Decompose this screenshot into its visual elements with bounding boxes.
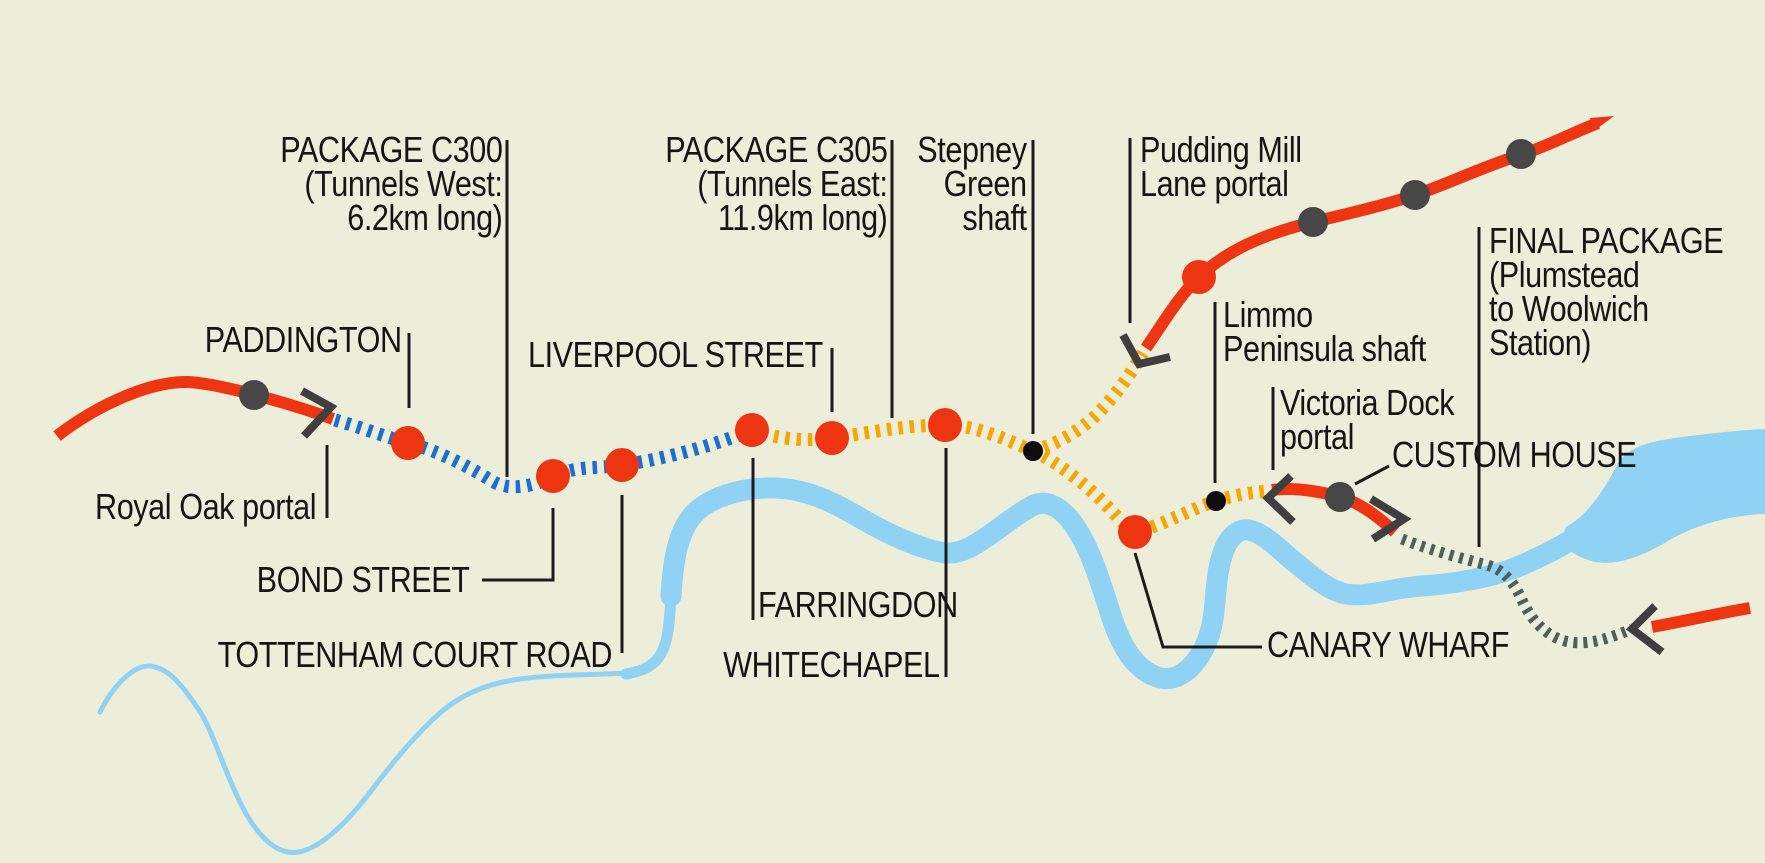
tunnel-east-c305-northeast-branch [1031,349,1149,458]
northeast-branch-station-dot [1182,260,1216,294]
surface-station-dot [239,380,269,410]
victoria-dock-portal-icon [1262,473,1296,525]
label-line: Green [944,163,1027,204]
label-limmo-peninsula-shaft: Limmo Peninsula shaft [1223,294,1426,369]
tunnel-east-c305-southeast-branch [1030,445,1271,539]
label-line: Pudding Mill [1140,129,1302,170]
label-line: Limmo [1223,294,1313,335]
tunnel-final-package [1399,533,1635,649]
limmo-peninsula-shaft-dot [1206,491,1226,511]
label-line: (Tunnels West: [303,163,503,204]
whitechapel-station-dot [928,408,962,442]
label-line: to Woolwich [1489,288,1649,329]
label-line: 6.2km long) [346,197,503,238]
label-stepney-green-shaft: Stepney Green shaft [917,129,1028,238]
label-package-c305: PACKAGE C305 (Tunnels East: 11.9km long) [664,129,888,238]
label-custom-house: CUSTOM HOUSE [1392,434,1637,475]
portal-markers [300,333,1665,656]
surface-route-far-east [1650,602,1751,633]
river-thin-west-stream [97,663,632,856]
label-connectors [325,138,1481,677]
label-line: shaft [962,197,1028,238]
label-line: Stepney [917,129,1028,170]
label-line: (Tunnels East: [696,163,888,204]
label-line: Peninsula shaft [1223,328,1426,369]
label-line: PACKAGE C305 [664,129,888,170]
connector-canary-wharf [1133,552,1262,649]
label-farringdon: FARRINGDON [758,584,958,625]
paddington-station-dot [391,426,425,460]
plumstead-portal-east-icon [1625,603,1665,656]
label-pudding-mill-lane-portal: Pudding Mill Lane portal [1140,129,1302,204]
surface-route-west [53,375,336,441]
label-line: Station) [1489,322,1592,363]
label-whitechapel: WHITECHAPEL [723,644,941,685]
label-tottenham-court-road: TOTTENHAM COURT ROAD [217,634,613,675]
label-line: Victoria Dock [1280,382,1455,423]
label-canary-wharf: CANARY WHARF [1267,624,1510,665]
label-line: PACKAGE C300 [279,129,503,170]
label-line: (Plumstead [1489,254,1640,295]
label-victoria-dock-portal: Victoria Dock portal [1280,382,1455,457]
surface-station-dot [1400,180,1430,210]
custom-house-station-dot [1325,482,1355,512]
label-package-c300: PACKAGE C300 (Tunnels West: 6.2km long) [279,129,503,238]
tunnel-west-c300 [333,413,755,494]
surface-station-dot [1298,207,1328,237]
liverpool-street-station-dot [815,421,849,455]
river-thames [97,429,1765,856]
tottenham-court-road-station-dot [605,448,639,482]
royal-oak-portal-icon [300,387,338,439]
connector-custom-house [1354,464,1390,486]
river-widening-bend [620,586,677,680]
label-line: portal [1280,416,1355,457]
farringdon-station-dot [735,413,769,447]
tunnel-east-c305-main [749,418,1036,457]
label-final-package: FINAL PACKAGE (Plumstead to Woolwich Sta… [1489,220,1724,363]
canary-wharf-station-dot [1118,515,1152,549]
label-line: FINAL PACKAGE [1489,220,1724,261]
surface-station-dot [1506,139,1536,169]
north-woolwich-portal-west-icon [1368,495,1412,543]
river-main-channel [660,477,1589,689]
label-paddington: PADDINGTON [205,319,402,360]
pudding-mill-lane-portal-icon [1119,333,1171,369]
station-markers [239,139,1536,549]
stepney-green-shaft-dot [1023,441,1043,461]
bond-street-station-dot [536,459,570,493]
label-royal-oak-portal: Royal Oak portal [94,486,317,527]
label-line: Lane portal [1140,163,1289,204]
tunnel-routes [333,349,1635,649]
connector-bond-street [482,508,555,582]
label-bond-street: BOND STREET [257,559,470,600]
label-liverpool-street: LIVERPOOL STREET [528,334,823,375]
surface-route-northeast-tip [1590,116,1614,131]
label-line: 11.9km long) [717,197,887,238]
river-estuary [1561,429,1765,563]
